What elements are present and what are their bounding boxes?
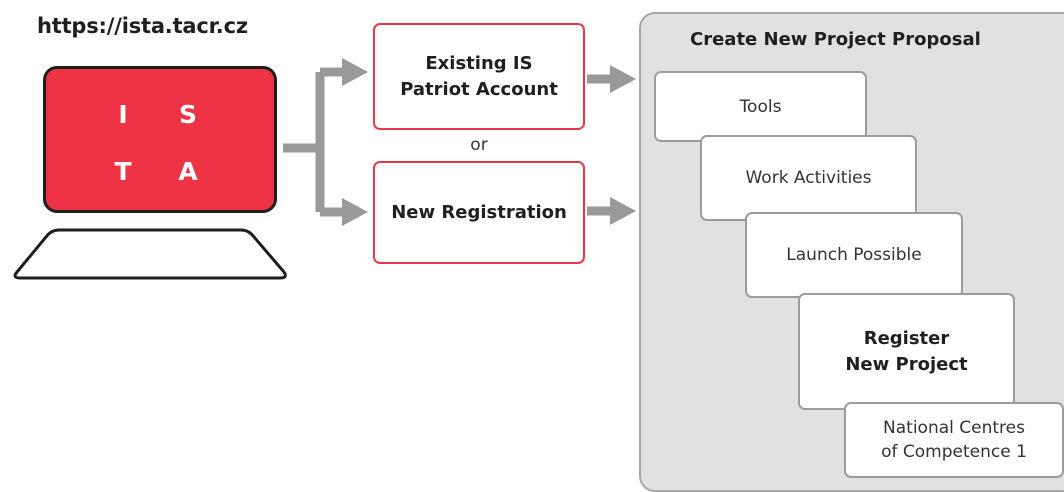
logo-letter-t: T xyxy=(114,157,132,186)
panel-title: Create New Project Proposal xyxy=(690,29,981,50)
step-register-new-project: Register New Project xyxy=(798,293,1015,410)
step-national-centres: National Centres of Competence 1 xyxy=(844,402,1064,478)
laptop-screen: I S T A xyxy=(43,66,277,213)
logo-letter-s: S xyxy=(178,100,197,129)
arrow-new-to-panel-icon xyxy=(610,197,636,225)
existing-account-box[interactable]: Existing IS Patriot Account xyxy=(373,23,585,130)
step-tools: Tools xyxy=(654,71,867,142)
logo-letter-a: A xyxy=(178,157,198,186)
or-label: or xyxy=(470,135,488,155)
step-launch-possible: Launch Possible xyxy=(745,212,963,298)
arrow-to-new-icon xyxy=(342,198,368,226)
step-work-activities: Work Activities xyxy=(700,135,917,221)
flow-connectors xyxy=(283,58,636,226)
logo-letter-i: I xyxy=(118,100,128,129)
arrow-existing-to-panel-icon xyxy=(610,65,636,93)
new-registration-box[interactable]: New Registration xyxy=(373,161,585,264)
arrow-to-existing-icon xyxy=(342,58,368,86)
laptop-keyboard-icon xyxy=(13,228,287,280)
site-url: https://ista.tacr.cz xyxy=(37,14,248,38)
